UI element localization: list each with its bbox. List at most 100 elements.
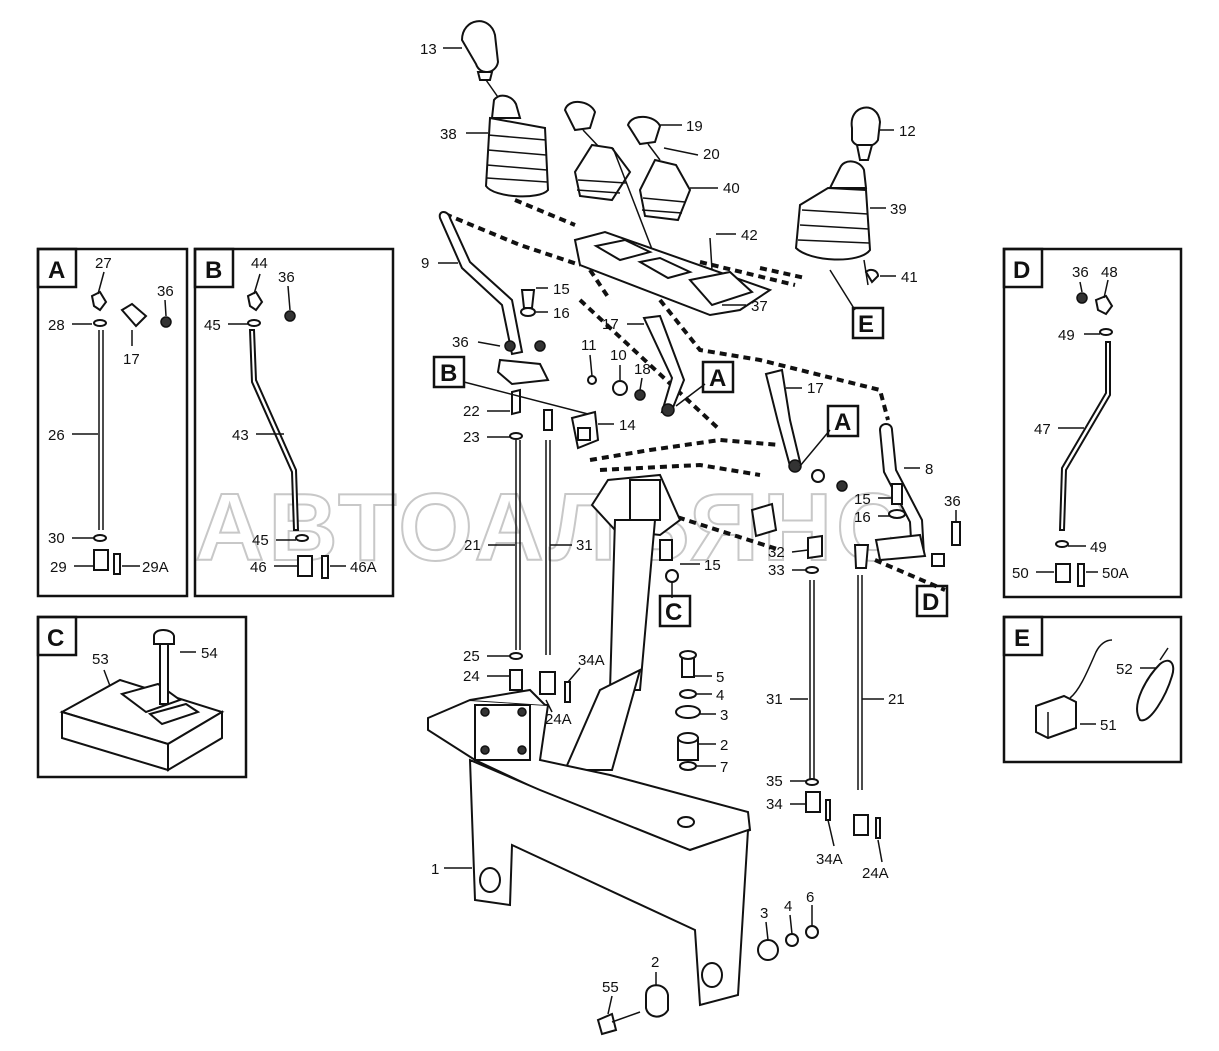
callout-label: 17 (123, 351, 140, 368)
callout-label: 51 (1100, 717, 1117, 734)
callout-12: 12 (899, 123, 916, 140)
detail-box-e: E 51 52 (1002, 615, 1183, 764)
callout-label: 49 (1058, 327, 1075, 344)
callout-7: 7 (720, 759, 728, 776)
callout-17-right: 17 (807, 380, 824, 397)
callout-33: 33 (768, 562, 785, 579)
detail-box-a: A 27 36 28 17 26 30 29 29A (36, 247, 189, 598)
callout-6: 6 (806, 889, 814, 906)
callout-32: 32 (768, 544, 785, 561)
console-plate (573, 230, 773, 317)
callout-label: 36 (278, 269, 295, 286)
callout-label: 36 (1072, 264, 1089, 281)
callout-1: 1 (431, 861, 439, 878)
callout-label: 44 (251, 255, 268, 272)
callout-36-right: 36 (944, 493, 961, 510)
detail-e-letter: E (1014, 625, 1030, 652)
detail-box-c: C 54 53 (36, 615, 248, 779)
lever-8 (874, 423, 961, 567)
callout-15-upper: 15 (553, 281, 570, 298)
callout-23: 23 (463, 429, 480, 446)
rod-ends-left (509, 652, 571, 703)
main-callouts: 13 38 19 20 40 12 39 42 41 37 9 15 16 36… (420, 41, 961, 1015)
callout-21-left: 21 (464, 537, 481, 554)
callout-35: 35 (766, 773, 783, 790)
callout-20: 20 (703, 146, 720, 163)
lever-17-left (642, 314, 686, 417)
callout-4-center: 4 (716, 687, 724, 704)
callout-label: 43 (232, 427, 249, 444)
callout-16-right: 16 (854, 509, 871, 526)
callout-label: 49 (1090, 539, 1107, 556)
callout-label: 26 (48, 427, 65, 444)
callout-41: 41 (901, 269, 918, 286)
callout-22: 22 (463, 403, 480, 420)
right-joystick-assembly (794, 106, 882, 286)
callout-24A-left: 24A (545, 711, 572, 728)
callout-24A-right: 24A (862, 865, 889, 882)
detail-box-d: D 36 48 49 47 49 50 50A (1002, 247, 1183, 599)
callout-label: 29 (50, 559, 67, 576)
detail-d-letter: D (1013, 257, 1030, 284)
callout-3-center: 3 (720, 707, 728, 724)
ref-tag-b: B (440, 360, 457, 387)
ref-tag-e: E (858, 311, 874, 338)
base-frame (427, 688, 752, 1007)
callout-14: 14 (619, 417, 636, 434)
ref-tag-d: D (922, 589, 939, 616)
callout-17-left: 17 (602, 316, 619, 333)
callout-40: 40 (723, 180, 740, 197)
detail-box-b: B 44 36 45 43 45 46 46A (193, 247, 395, 598)
callout-37: 37 (751, 298, 768, 315)
lever-17-right (764, 368, 848, 492)
callout-label: 27 (95, 255, 112, 272)
callout-3-lower: 3 (760, 905, 768, 922)
mount-stack-center (675, 650, 701, 771)
callout-label: 45 (204, 317, 221, 334)
callout-label: 50 (1012, 565, 1029, 582)
callout-label: 52 (1116, 661, 1133, 678)
center-levers-assembly (563, 101, 692, 271)
callout-19: 19 (686, 118, 703, 135)
ref-tag-a-lower: A (834, 409, 851, 436)
callout-label: 50A (1102, 565, 1129, 582)
detail-b-letter: B (205, 257, 222, 284)
callout-39: 39 (890, 201, 907, 218)
pivot-parts-11-10-18 (587, 375, 646, 401)
callout-label: 36 (157, 283, 174, 300)
callout-55: 55 (602, 979, 619, 996)
callout-8: 8 (925, 461, 933, 478)
callout-label: 47 (1034, 421, 1051, 438)
callout-5: 5 (716, 669, 724, 686)
callout-9: 9 (421, 255, 429, 272)
reference-tags: B A A C D E (432, 269, 949, 628)
bracket-right-small (750, 502, 778, 538)
callout-15-right: 15 (854, 491, 871, 508)
callout-36-left: 36 (452, 334, 469, 351)
callout-13: 13 (420, 41, 437, 58)
callout-11: 11 (581, 337, 597, 354)
detail-a-letter: A (48, 257, 65, 284)
ref-tag-a-upper: A (709, 365, 726, 392)
callout-10: 10 (610, 347, 627, 364)
left-joystick-assembly (460, 20, 550, 198)
callout-label: 28 (48, 317, 65, 334)
callout-4-lower: 4 (784, 898, 792, 915)
callout-2-center: 2 (720, 737, 728, 754)
callout-34: 34 (766, 796, 783, 813)
callout-24: 24 (463, 668, 480, 685)
callout-31-right: 31 (766, 691, 783, 708)
callout-label: 29A (142, 559, 169, 576)
lever-9 (438, 211, 553, 655)
callout-34A-left: 34A (578, 652, 605, 669)
callout-label: 48 (1101, 264, 1118, 281)
callout-21-right: 21 (888, 691, 905, 708)
callout-31-left: 31 (576, 537, 593, 554)
callout-34A-right: 34A (816, 851, 843, 868)
callout-38: 38 (440, 126, 457, 143)
rods-right (805, 534, 881, 839)
center-bracket-column (563, 473, 682, 771)
detail-c-letter: C (47, 625, 64, 652)
bracket-14 (570, 410, 600, 450)
